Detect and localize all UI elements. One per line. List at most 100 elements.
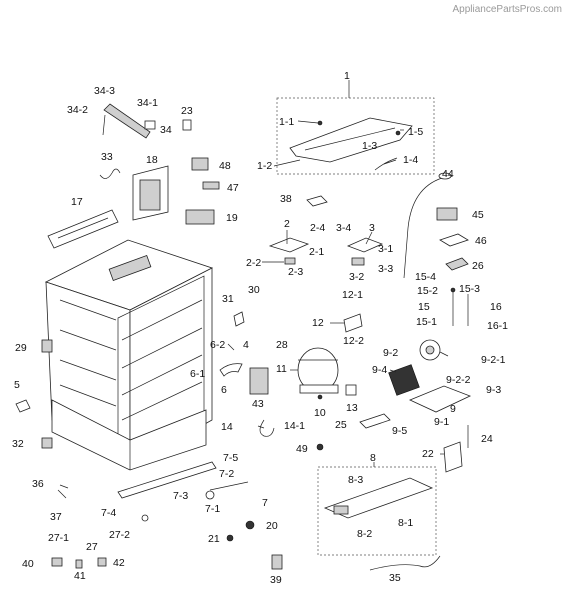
- part-44-tube: [403, 177, 443, 279]
- label-29: 29: [15, 342, 27, 354]
- label-21: 21: [208, 533, 220, 545]
- part-7-1: [205, 490, 215, 500]
- part-26: [445, 257, 469, 271]
- label-19: 19: [226, 212, 238, 224]
- label-4: 4: [243, 339, 249, 351]
- part-23: [182, 119, 192, 131]
- label-14-1: 14-1: [284, 420, 305, 432]
- part-19: [185, 209, 215, 225]
- label-15-2: 15-2: [417, 285, 438, 297]
- label-37: 37: [50, 511, 62, 523]
- refrigerator-cabinet: [44, 239, 214, 471]
- label-34: 34: [160, 124, 172, 136]
- label-13: 13: [346, 402, 358, 414]
- label-11: 11: [276, 363, 287, 375]
- label-3-2: 3-2: [349, 271, 364, 283]
- part-48: [191, 157, 209, 171]
- part-10: [317, 394, 323, 400]
- label-2-4: 2-4: [310, 222, 325, 234]
- group-box-1: [276, 97, 435, 175]
- label-3-1: 3-1: [378, 243, 393, 255]
- part-47: [202, 181, 220, 190]
- label-8-3: 8-3: [348, 474, 363, 486]
- label-24: 24: [481, 433, 493, 445]
- label-10: 10: [314, 407, 326, 419]
- part-29: [41, 339, 53, 353]
- label-45: 45: [472, 209, 484, 221]
- label-1-3: 1-3: [362, 140, 377, 152]
- label-30: 30: [248, 284, 260, 296]
- label-34-2: 34-2: [67, 104, 88, 116]
- part-43: [249, 367, 269, 395]
- label-9-5: 9-5: [392, 425, 407, 437]
- label-7-4: 7-4: [101, 507, 116, 519]
- part-14-wire: [259, 419, 275, 437]
- label-7-3: 7-3: [173, 490, 188, 502]
- label-7-2: 7-2: [219, 468, 234, 480]
- label-32: 32: [12, 438, 24, 450]
- label-27-2: 27-2: [109, 529, 130, 541]
- label-22: 22: [422, 448, 434, 460]
- label-2-1: 2-1: [309, 246, 324, 258]
- label-9-2-1: 9-2-1: [481, 354, 506, 366]
- label-18: 18: [146, 154, 158, 166]
- label-42: 42: [113, 557, 125, 569]
- part-2-assembly: [268, 237, 310, 265]
- label-3: 3: [369, 222, 375, 234]
- part-41: [75, 559, 83, 569]
- callout-labels: 1 1-1 1-2 1-3 1-4 1-5 2 2-1 2-2 2-3 2-4 …: [12, 70, 508, 586]
- label-6-1: 6-1: [190, 368, 205, 380]
- label-38: 38: [280, 193, 292, 205]
- label-9-2: 9-2: [383, 347, 398, 359]
- label-17: 17: [71, 196, 83, 208]
- label-9-3: 9-3: [486, 384, 501, 396]
- label-23: 23: [181, 105, 193, 117]
- label-41: 41: [74, 570, 86, 582]
- part-12: [343, 313, 363, 333]
- label-40: 40: [22, 558, 34, 570]
- part-1-assembly: [289, 117, 413, 171]
- part-8-plate: [323, 477, 434, 519]
- label-46: 46: [475, 235, 487, 247]
- label-15-4: 15-4: [415, 271, 436, 283]
- part-17-cover: [47, 209, 119, 249]
- label-2-2: 2-2: [246, 257, 261, 269]
- part-33-wire: [99, 168, 121, 179]
- label-15-1: 15-1: [416, 316, 437, 328]
- label-8-1: 8-1: [398, 517, 413, 529]
- label-1-2: 1-2: [257, 160, 272, 172]
- label-9-1: 9-1: [434, 416, 449, 428]
- label-9: 9: [450, 403, 456, 415]
- part-49: [316, 443, 324, 451]
- label-44: 44: [442, 168, 454, 180]
- label-12-2: 12-2: [343, 335, 364, 347]
- label-27: 27: [86, 541, 98, 553]
- label-7-5: 7-5: [223, 452, 238, 464]
- part-36: [57, 489, 67, 499]
- part-7-rail: [117, 461, 217, 499]
- label-12: 12: [312, 317, 324, 329]
- part-20: [245, 520, 255, 530]
- part-39: [271, 554, 283, 570]
- watermark: AppliancePartsPros.com: [452, 4, 563, 15]
- label-2: 2: [284, 218, 290, 230]
- label-48: 48: [219, 160, 231, 172]
- label-47: 47: [227, 182, 239, 194]
- label-25: 25: [335, 419, 347, 431]
- part-13: [345, 384, 357, 396]
- part-42: [97, 557, 107, 567]
- label-15-3: 15-3: [459, 283, 480, 295]
- leader-lines: [59, 120, 449, 491]
- label-31: 31: [222, 293, 234, 305]
- part-32: [41, 437, 53, 449]
- part-5: [15, 399, 31, 413]
- label-27-1: 27-1: [48, 532, 69, 544]
- label-6-2: 6-2: [210, 339, 225, 351]
- part-40: [51, 557, 63, 567]
- label-9-2-2: 9-2-2: [446, 374, 471, 386]
- label-34-1: 34-1: [137, 97, 158, 109]
- label-9-4: 9-4: [372, 364, 387, 376]
- label-1-1: 1-1: [279, 116, 294, 128]
- label-1-4: 1-4: [403, 154, 418, 166]
